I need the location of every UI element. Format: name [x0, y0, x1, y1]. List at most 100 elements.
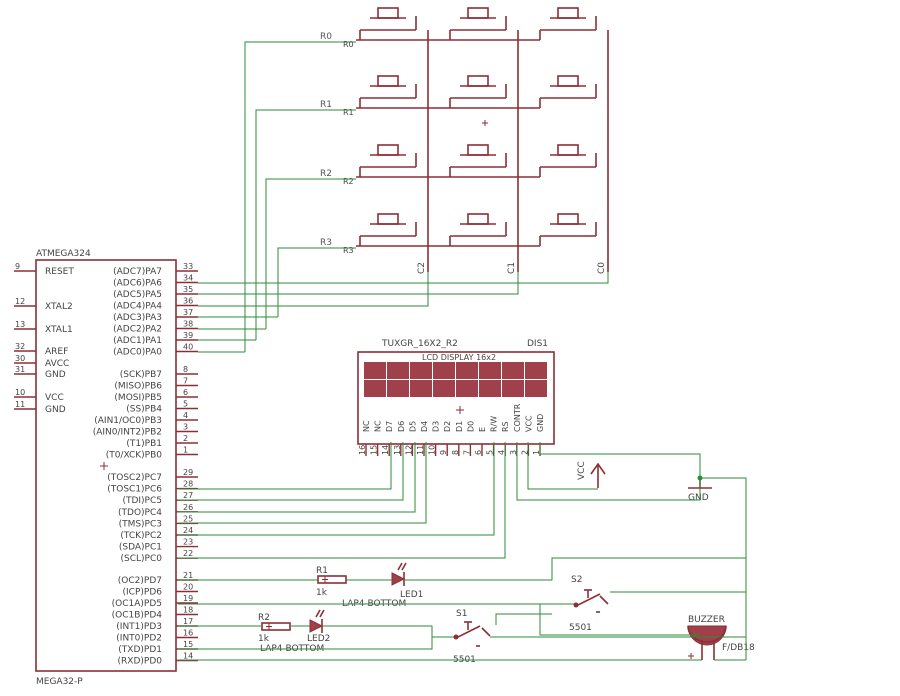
- lcd-pin-number: 9: [439, 450, 448, 455]
- lcd-character-cell: [502, 380, 524, 397]
- mcu-pin-label: (MOSI)PB5: [114, 393, 162, 403]
- mcu-pin-label: (RXD)PD0: [118, 657, 163, 667]
- mcu-value: MEGA32-P: [36, 677, 83, 687]
- mcu-pin-label: AVCC: [45, 359, 69, 369]
- keypad-row-label: R0: [343, 40, 354, 49]
- keypad-row-net-label: R3: [320, 238, 332, 248]
- mcu-pin-number: 19: [183, 594, 193, 603]
- mcu-pin-number: 28: [183, 480, 193, 489]
- mcu-name: ATMEGA324: [36, 249, 91, 259]
- keypad-row-net-label: R2: [320, 169, 332, 179]
- lcd-character-cell: [387, 380, 409, 397]
- keypad-column-wire: [198, 272, 429, 307]
- mcu-pin-number: 7: [183, 377, 188, 386]
- lcd-body: [357, 351, 555, 445]
- lcd-pin-number: 15: [370, 445, 379, 455]
- mcu-pin-label: (SS)PB4: [126, 405, 162, 415]
- gnd-label: GND: [688, 493, 709, 503]
- lcd-pin-label: D0: [466, 421, 475, 432]
- keypad-button: [377, 75, 399, 87]
- keypad-column-wire: [198, 272, 609, 284]
- mcu-pin-number: 35: [183, 285, 193, 294]
- mcu-pin-label: (INT1)PD3: [116, 622, 162, 632]
- mcu-pin-label: (TXD)PD1: [118, 645, 162, 655]
- mcu-pin-number: 16: [183, 629, 193, 638]
- r1-ref: R1: [316, 566, 328, 576]
- buzzer-value: F/DB18: [722, 643, 755, 653]
- keypad-button: [467, 144, 489, 156]
- led-led1: LED1 LAP4-BOTTOM: [342, 562, 423, 609]
- mcu-pin-label: (AIN0/INT2)PB2: [93, 428, 162, 438]
- keypad-row-label: R1: [343, 108, 354, 117]
- mcu-pin-number: 5: [183, 400, 188, 409]
- mcu-pin-number: 24: [183, 526, 193, 535]
- lcd-pin-label: CONTR: [513, 403, 522, 432]
- mcu-pin-number: 31: [15, 365, 25, 374]
- mcu-pin-label: (ADC1)PA1: [113, 336, 162, 346]
- mcu-pin-label: (OC1B)PD4: [112, 611, 163, 621]
- mcu-pin-label: (SCL)PC0: [121, 554, 163, 564]
- keypad-button: [557, 7, 579, 19]
- keypad-button: [557, 75, 579, 87]
- keypad-row-wire: [265, 178, 356, 329]
- keypad-row-net-label: R1: [320, 100, 332, 110]
- mcu-pin-label: (TOSC1)PC6: [107, 485, 162, 495]
- keypad-row-label: R2: [343, 177, 354, 186]
- mcu-right-pins: 33(ADC7)PA734(ADC6)PA635(ADC5)PA536(ADC4…: [93, 262, 198, 667]
- keypad-row-label: R3: [343, 246, 354, 255]
- mcu-pin-label: (ADC2)PA2: [113, 325, 162, 335]
- mcu-pin-label: (T0/XCK)PB0: [106, 451, 163, 461]
- wires: [178, 442, 747, 661]
- mcu-pin-number: 17: [183, 617, 193, 626]
- lcd-pin-label: VCC: [524, 415, 533, 432]
- keypad-button: [467, 7, 489, 19]
- lcd-pin-label: D7: [385, 421, 394, 432]
- mcu-pin-label: (TOSC2)PC7: [107, 473, 162, 483]
- mcu-pin-label: (ICP)PD6: [123, 588, 163, 598]
- lcd-character-cell: [433, 380, 455, 397]
- mcu-pin-label: (OC1A)PD5: [112, 599, 162, 609]
- mcu-pin-label: (TDI)PC5: [122, 496, 162, 506]
- lcd-pin-label: D1: [455, 421, 464, 432]
- mcu-pin-number: 20: [183, 583, 193, 592]
- mcu-pin-label: GND: [45, 405, 66, 415]
- lcd-pin-number: 8: [451, 450, 460, 455]
- lcd-character-cell: [525, 362, 547, 379]
- mcu-pin-label: (ADC4)PA4: [113, 302, 162, 312]
- lcd-pin-number: 7: [462, 450, 471, 455]
- keypad-column-label: C1: [507, 262, 517, 274]
- mcu-pin-number: 10: [15, 388, 25, 397]
- lcd-pin-label: NC: [374, 420, 383, 432]
- lcd-character-cell: [364, 380, 386, 397]
- lcd-pin-label: D3: [432, 421, 441, 432]
- led1-ref: LED1: [400, 590, 423, 600]
- lcd-pin-label: D5: [408, 421, 417, 432]
- mcu-pin-label: AREF: [45, 347, 68, 357]
- keypad-button: [557, 144, 579, 156]
- s2-value: 5501: [569, 623, 592, 633]
- mcu-pin-label: (MISO)PB6: [114, 382, 162, 392]
- mcu-pin-number: 18: [183, 606, 193, 615]
- lcd-pin-label: E: [478, 427, 487, 432]
- mcu-pin-number: 13: [15, 320, 25, 329]
- mcu-pin-number: 9: [15, 262, 20, 271]
- mcu-pin-number: 33: [183, 262, 193, 271]
- resistor-r2: R2 1k: [258, 613, 291, 644]
- keypad-row-wire: [255, 109, 356, 340]
- mcu-pin-number: 36: [183, 297, 193, 306]
- mcu-pin-number: 38: [183, 320, 193, 329]
- mcu-pin-label: (TCK)PC2: [120, 531, 162, 541]
- mcu-pin-number: 3: [183, 423, 188, 432]
- r1-value: 1k: [316, 588, 328, 598]
- mcu-pin-number: 39: [183, 331, 193, 340]
- keypad-button: [377, 144, 399, 156]
- mcu-pin-label: (ADC0)PA0: [113, 348, 162, 358]
- vcc-label: VCC: [577, 461, 587, 480]
- keypad-row-net-label: R0: [320, 32, 332, 42]
- mcu-body: [35, 259, 177, 672]
- mcu-pin-number: 40: [183, 343, 193, 352]
- mcu-pin-label: (INT0)PD2: [116, 634, 162, 644]
- mcu-pin-number: 12: [15, 297, 25, 306]
- mcu-pin-number: 26: [183, 503, 193, 512]
- lcd-character-cell: [456, 362, 478, 379]
